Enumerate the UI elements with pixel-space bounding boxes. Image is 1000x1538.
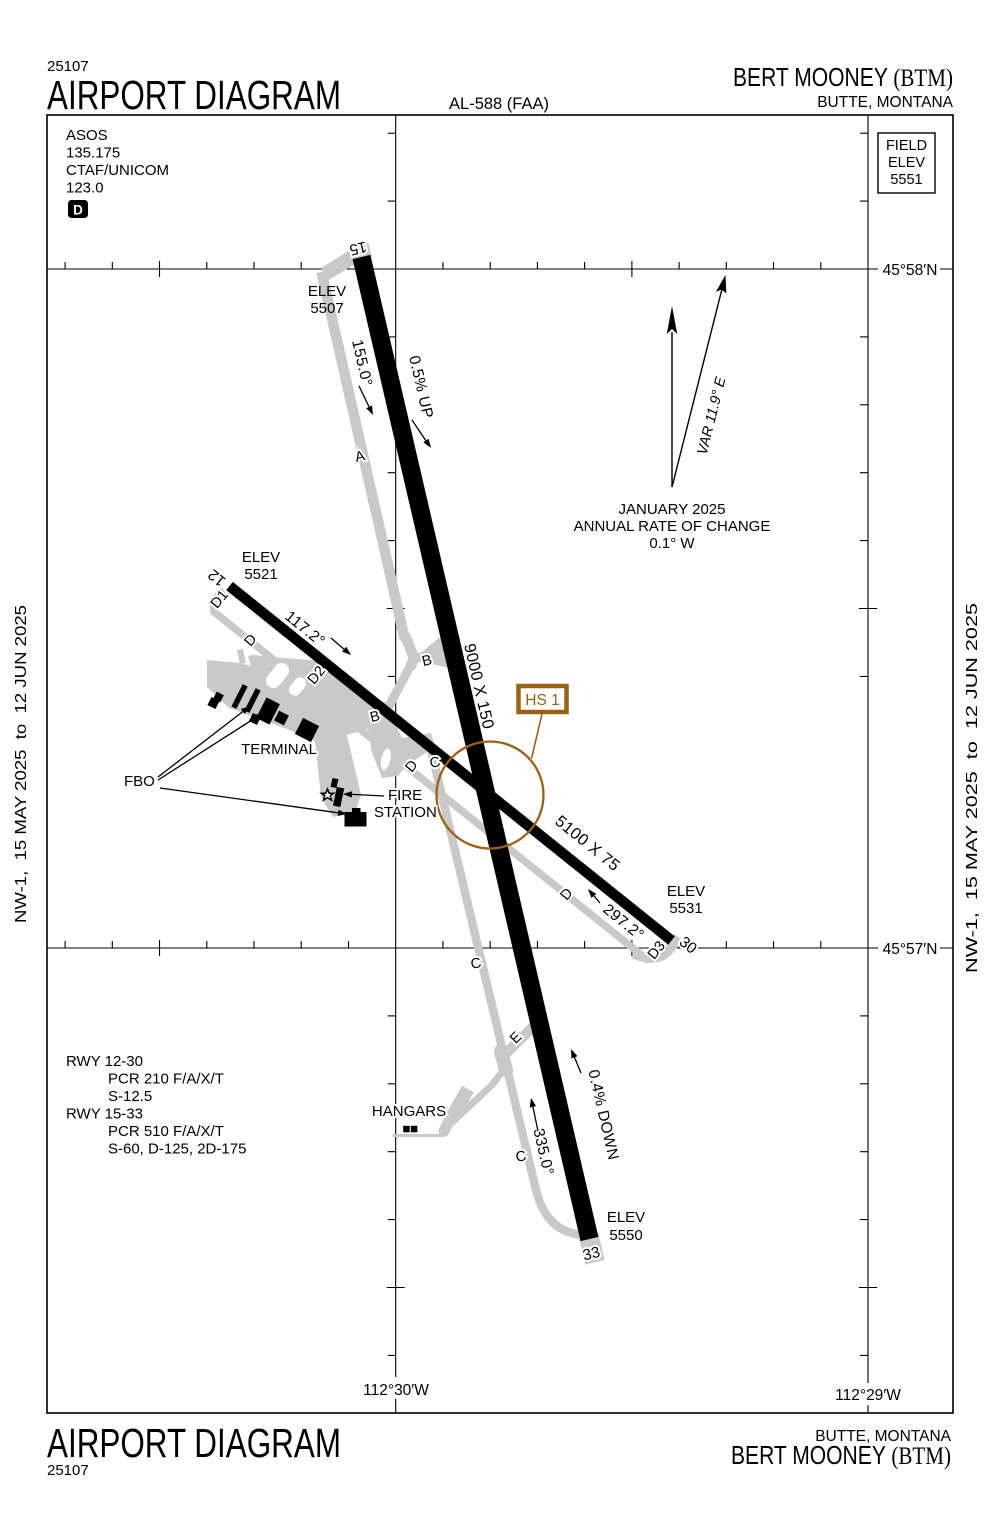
svg-text:5551: 5551 <box>890 172 922 188</box>
svg-text:FIRE: FIRE <box>388 787 422 804</box>
svg-text:ELEV: ELEV <box>308 283 346 300</box>
svg-text:JANUARY 2025: JANUARY 2025 <box>618 501 725 518</box>
svg-text:5521: 5521 <box>244 566 277 583</box>
svg-text:5100 X 75: 5100 X 75 <box>551 812 623 875</box>
svg-text:NW-1, 15 MAY 2025 to 12 JUN: NW-1, 15 MAY 2025 to 12 JUN 2025 <box>13 605 30 923</box>
svg-text:45°58′N: 45°58′N <box>883 262 938 279</box>
svg-text:135.175: 135.175 <box>66 145 120 162</box>
svg-text:BUTTE, MONTANA: BUTTE, MONTANA <box>815 1428 951 1445</box>
svg-text:ELEV: ELEV <box>888 155 925 171</box>
svg-text:ELEV: ELEV <box>667 883 705 900</box>
svg-text:HANGARS: HANGARS <box>372 1103 446 1120</box>
svg-text:HS 1: HS 1 <box>525 692 559 709</box>
svg-text:112°30′W: 112°30′W <box>363 1382 429 1399</box>
svg-text:CTAF/UNICOM: CTAF/UNICOM <box>66 162 169 179</box>
svg-text:STATION: STATION <box>374 804 437 821</box>
svg-text:25107: 25107 <box>47 1462 89 1479</box>
svg-text:AIRPORT DIAGRAM: AIRPORT DIAGRAM <box>47 1420 341 1466</box>
svg-text:RWY 12-30: RWY 12-30 <box>66 1053 143 1070</box>
svg-text:D: D <box>73 203 83 218</box>
svg-text:5550: 5550 <box>609 1227 642 1244</box>
svg-text:S-60, D-125, 2D-175: S-60, D-125, 2D-175 <box>108 1141 246 1158</box>
svg-text:AL-588 (FAA): AL-588 (FAA) <box>449 95 549 113</box>
svg-text:5531: 5531 <box>669 900 702 917</box>
svg-text:5507: 5507 <box>310 300 343 317</box>
svg-text:S-12.5: S-12.5 <box>108 1088 152 1105</box>
svg-text:BERT MOONEY (BTM): BERT MOONEY (BTM) <box>731 1441 951 1470</box>
svg-text:BERT MOONEY (BTM): BERT MOONEY (BTM) <box>733 63 953 92</box>
svg-text:0.1° W: 0.1° W <box>649 535 695 552</box>
svg-text:30: 30 <box>676 933 700 957</box>
svg-text:155.0°: 155.0° <box>348 338 375 388</box>
svg-text:0.5% UP: 0.5% UP <box>405 354 436 420</box>
svg-text:ELEV: ELEV <box>607 1209 645 1226</box>
svg-text:25107: 25107 <box>47 58 89 75</box>
svg-text:FIELD: FIELD <box>886 138 927 154</box>
svg-text:112°29′W: 112°29′W <box>835 1387 901 1404</box>
svg-text:NW-1, 15 MAY 2025 to 12 JUN: NW-1, 15 MAY 2025 to 12 JUN 2025 <box>964 603 981 973</box>
svg-text:123.0: 123.0 <box>66 180 104 197</box>
svg-text:FBO: FBO <box>124 773 155 790</box>
svg-text:TERMINAL: TERMINAL <box>241 741 317 758</box>
svg-text:VAR 11.9° E: VAR 11.9° E <box>695 375 730 457</box>
svg-text:PCR 210 F/A/X/T: PCR 210 F/A/X/T <box>108 1071 224 1088</box>
svg-text:12: 12 <box>205 565 229 589</box>
svg-text:0.4% DOWN: 0.4% DOWN <box>584 1068 621 1162</box>
svg-text:ANNUAL RATE OF CHANGE: ANNUAL RATE OF CHANGE <box>574 518 771 535</box>
svg-text:AIRPORT DIAGRAM: AIRPORT DIAGRAM <box>47 72 341 118</box>
svg-text:RWY 15-33: RWY 15-33 <box>66 1106 143 1123</box>
svg-text:C: C <box>469 955 483 973</box>
svg-text:PCR 510 F/A/X/T: PCR 510 F/A/X/T <box>108 1123 224 1140</box>
svg-text:45°57′N: 45°57′N <box>883 941 938 958</box>
svg-text:BUTTE, MONTANA: BUTTE, MONTANA <box>817 94 953 111</box>
svg-text:ELEV: ELEV <box>242 549 280 566</box>
svg-text:ASOS: ASOS <box>66 127 108 144</box>
